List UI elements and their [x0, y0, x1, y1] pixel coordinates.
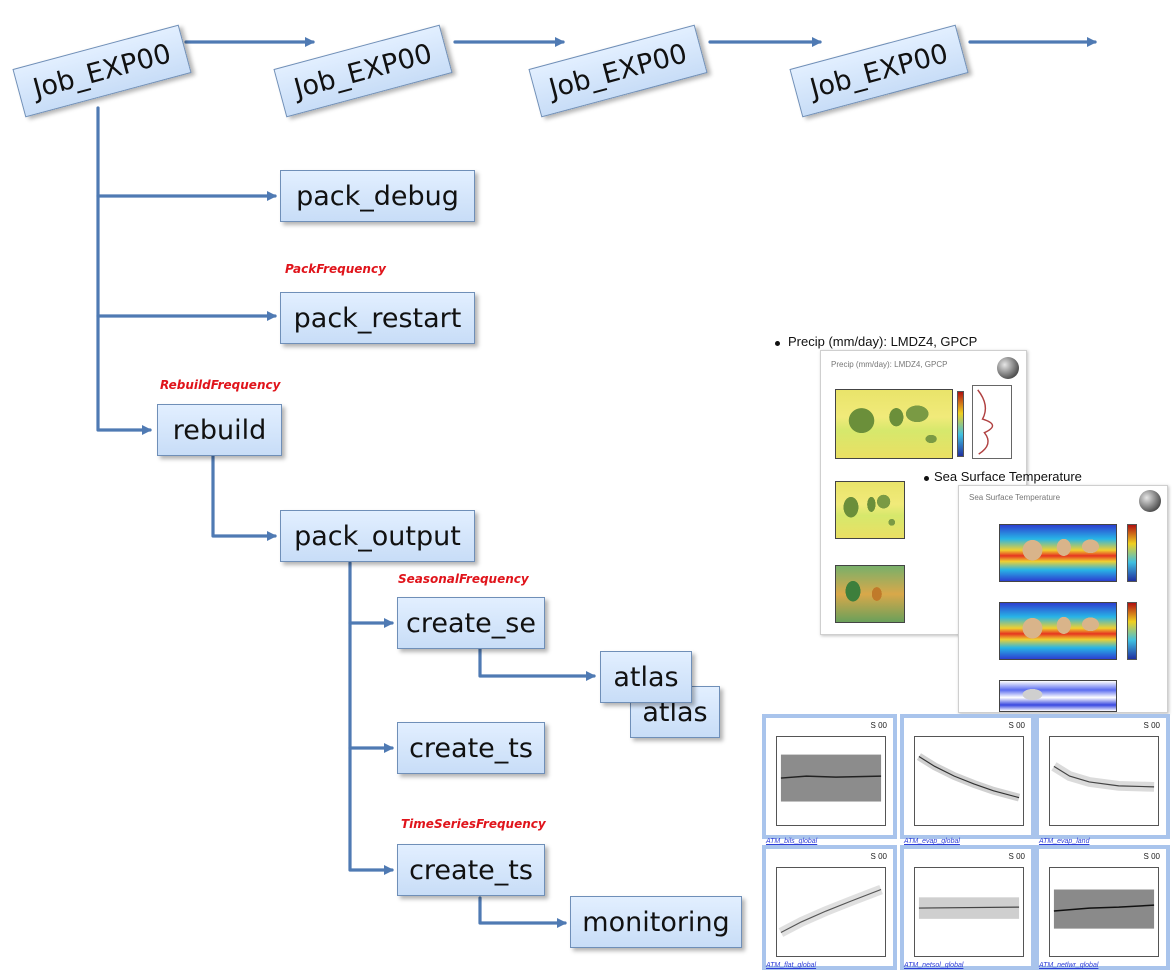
monitor-thumb-6: S 00 [1035, 845, 1170, 970]
thumb-tag: S 00 [870, 852, 887, 861]
thumb-tag: S 00 [870, 721, 887, 730]
create-se-box: create_se [397, 597, 545, 649]
monitor-thumb-1: S 00 [762, 714, 897, 839]
precip-map-1 [835, 389, 953, 459]
monitor-link-5[interactable]: ATM_netsol_global [904, 962, 964, 969]
arrow-atlas [478, 647, 596, 681]
monitor-link-1[interactable]: ATM_bils_global [766, 838, 818, 845]
globe-logo-icon [997, 357, 1019, 379]
pack-output-box: pack_output [280, 510, 475, 562]
thumb-plot [1049, 867, 1159, 957]
seasonal-frequency-label: SeasonalFrequency [398, 572, 529, 586]
precip-profile-plot [972, 385, 1012, 459]
arrow-monitoring [478, 896, 567, 928]
pack-frequency-label: PackFrequency [285, 262, 386, 276]
create-ts-box-2: create_ts [397, 844, 545, 896]
sst-sheet: Sea Surface Temperature [958, 485, 1168, 713]
time-series-frequency-label: TimeSeriesFrequency [401, 817, 546, 831]
rebuild-box: rebuild [157, 404, 282, 456]
output-trunk [348, 561, 394, 875]
sst-bullet [924, 476, 929, 481]
sst-caption: Sea Surface Temperature [934, 469, 1082, 484]
monitor-thumb-5: S 00 [900, 845, 1035, 970]
precip-bullet [775, 341, 780, 346]
sst-map-1 [999, 524, 1117, 582]
monitor-link-2[interactable]: ATM_evap_global [904, 838, 960, 845]
create-ts-box-1: create_ts [397, 722, 545, 774]
monitor-thumb-4: S 00 [762, 845, 897, 970]
precip-caption: Precip (mm/day): LMDZ4, GPCP [788, 334, 978, 349]
atlas-front-box: atlas [600, 651, 692, 703]
thumb-plot [914, 867, 1024, 957]
monitoring-box: monitoring [570, 896, 742, 948]
sst-map-3 [999, 680, 1117, 712]
thumb-plot [776, 867, 886, 957]
precip-map-3 [835, 565, 905, 623]
sst-colorbar-2 [1127, 602, 1137, 660]
monitor-link-6[interactable]: ATM_netlwr_global [1039, 962, 1099, 969]
sst-colorbar-1 [1127, 524, 1137, 582]
pack-restart-box: pack_restart [280, 292, 475, 344]
monitor-thumb-2: S 00 [900, 714, 1035, 839]
monitor-link-4[interactable]: ATM_flat_global [766, 962, 817, 969]
sst-map-2 [999, 602, 1117, 660]
monitor-thumb-3: S 00 [1035, 714, 1170, 839]
precip-sheet-title: Precip (mm/day): LMDZ4, GPCP [831, 360, 948, 369]
precip-colorbar [957, 391, 964, 457]
rebuild-frequency-label: RebuildFrequency [160, 378, 281, 392]
sst-globe-logo-icon [1139, 490, 1161, 512]
thumb-tag: S 00 [1008, 852, 1025, 861]
thumb-tag: S 00 [1143, 721, 1160, 730]
thumb-plot [1049, 736, 1159, 826]
monitor-link-3[interactable]: ATM_evap_land [1039, 838, 1090, 845]
job-trunk [96, 106, 152, 435]
arrow-pack-output [211, 453, 277, 541]
thumb-plot [776, 736, 886, 826]
pack-debug-box: pack_debug [280, 170, 475, 222]
thumb-tag: S 00 [1143, 852, 1160, 861]
thumb-tag: S 00 [1008, 721, 1025, 730]
sst-sheet-title: Sea Surface Temperature [969, 493, 1061, 502]
thumb-plot [914, 736, 1024, 826]
precip-map-2 [835, 481, 905, 539]
